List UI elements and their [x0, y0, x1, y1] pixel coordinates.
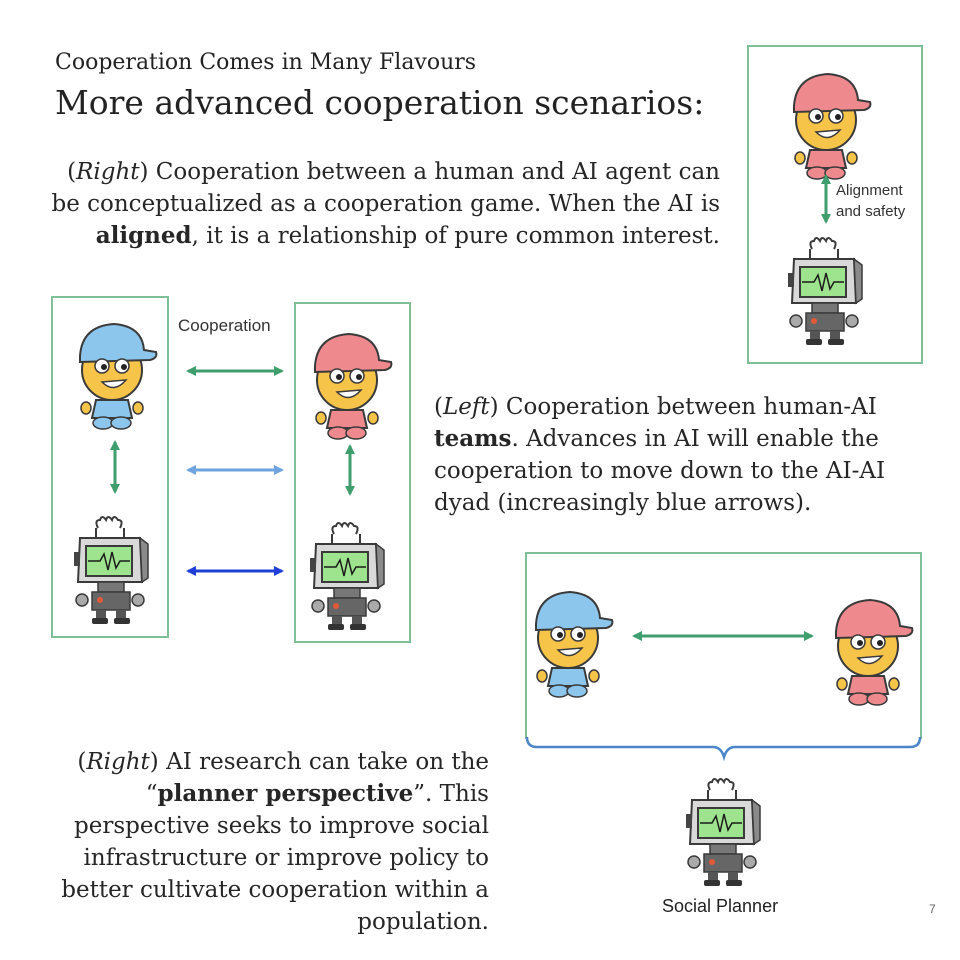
robot-icon	[309, 522, 385, 631]
slide-title: More advanced cooperation scenarios:	[55, 83, 705, 122]
alignment-label-line1: Alignment	[836, 182, 903, 199]
page-number: 7	[929, 902, 936, 916]
paragraph-text: ) AI research can take on the “	[145, 749, 489, 807]
paragraph-text: . Advances in AI will enable the coopera…	[434, 426, 886, 516]
paragraph-text: ”. This perspective seeks to improve soc…	[61, 781, 489, 935]
human-blue-icon	[535, 591, 614, 698]
alignment-label-line2: and safety	[836, 203, 906, 220]
paragraph-alignment: (Right) Cooperation between a human and …	[40, 156, 721, 252]
planner-brace	[525, 736, 922, 762]
emphasis-text: teams	[434, 425, 512, 452]
social-planner-robot-icon	[685, 778, 761, 887]
alignment-label: Alignment and safety	[836, 180, 905, 222]
emphasis-text: planner perspective	[157, 780, 414, 807]
slide-subtitle: Cooperation Comes in Many Flavours	[55, 50, 477, 75]
direction-label: Right	[86, 749, 150, 775]
team-right-box	[294, 302, 411, 643]
robot-icon	[787, 237, 863, 346]
direction-label: Left	[442, 394, 490, 420]
paren-open: (	[67, 159, 77, 185]
human-red-icon	[835, 599, 914, 706]
emphasis-text: aligned	[95, 222, 192, 249]
paragraph-text: ) Cooperation between human-AI	[489, 394, 877, 420]
human-red-icon	[793, 73, 872, 180]
paragraph-planner: (Right) AI research can take on the “pla…	[29, 746, 489, 938]
cooperation-label: Cooperation	[178, 316, 271, 335]
human-blue-icon	[79, 323, 158, 430]
team-left-box	[51, 296, 169, 638]
paragraph-text: , it is a relationship of pure common in…	[191, 223, 720, 249]
paragraph-teams: (Left) Cooperation between human-AI team…	[434, 391, 904, 519]
direction-label: Right	[76, 159, 140, 185]
human-red-icon	[314, 333, 393, 440]
alignment-diagram-box	[747, 45, 923, 364]
social-planner-label: Social Planner	[662, 896, 779, 916]
paragraph-text: ) Cooperation between a human and AI age…	[51, 159, 721, 217]
planner-diagram-box	[525, 552, 922, 739]
paren-open: (	[434, 394, 443, 420]
paren-open: (	[77, 749, 87, 775]
robot-icon	[73, 516, 149, 625]
